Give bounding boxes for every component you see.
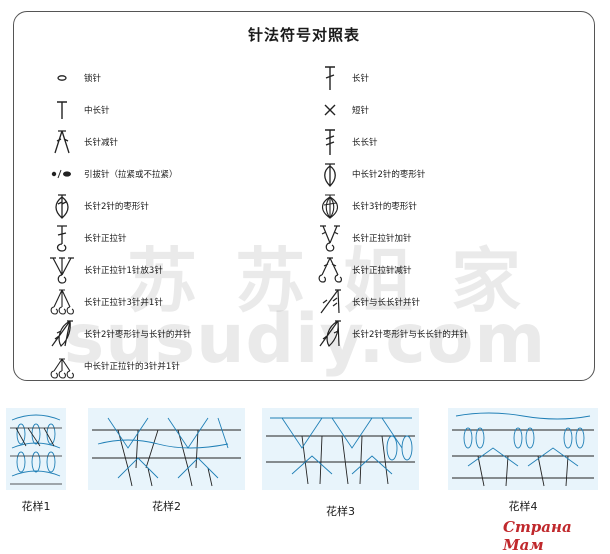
dc-tr-tog-icon [310, 287, 350, 317]
hdc-front-post-3tog-icon [42, 351, 82, 381]
legend-column-right: 长针 短针 长长针 中长针2针的枣形针 长针3针的枣形针 长针正拉针加针 长针正… [310, 62, 590, 350]
dc3-bobble-icon [310, 191, 350, 221]
dc-front-post-3tog-icon [42, 287, 82, 317]
pattern-1-label: 花样1 [21, 500, 51, 513]
legend-column-left: 锁针 中长针 长针减针 引拔针（拉紧或不拉紧） 长针2针的枣形针 长针正拉针 长… [42, 62, 322, 382]
pattern-3-diagram [262, 408, 419, 490]
legend-row: 长针减针 [42, 126, 322, 158]
pattern-4-label: 花样4 [508, 500, 538, 513]
legend-label: 长针2针的枣形针 [84, 202, 149, 212]
legend-label: 中长针 [84, 106, 110, 116]
legend-row: 中长针 [42, 94, 322, 126]
legend-label: 长针正拉针减针 [352, 266, 412, 276]
legend-row: 长针正拉针 [42, 222, 322, 254]
legend-label: 长长针 [352, 138, 378, 148]
legend-row: 长针正拉针减针 [310, 254, 590, 286]
dc-front-post-dec-icon [310, 255, 350, 285]
double-crochet-decrease-icon [42, 127, 82, 157]
legend-label: 中长针2针的枣形针 [352, 170, 426, 180]
legend-label: 长针正拉针3针并1针 [84, 298, 163, 308]
pattern-1-diagram [6, 408, 66, 490]
legend-row: 锁针 [42, 62, 322, 94]
legend-label: 长针2针枣形针与长长针的并针 [352, 330, 468, 340]
legend-row: 长针正拉针3针并1针 [42, 286, 322, 318]
legend-label: 长针2针枣形针与长针的并针 [84, 330, 192, 340]
legend-row: 长针3针的枣形针 [310, 190, 590, 222]
legend-label: 长针正拉针1针放3针 [84, 266, 163, 276]
dc2-bobble-icon [42, 191, 82, 221]
pattern-4-diagram [448, 408, 598, 490]
legend-row: 长针正拉针加针 [310, 222, 590, 254]
symbol-legend-card: 针法符号对照表 锁针 中长针 长针减针 引拔针（拉紧或不拉紧） 长针2针的枣形针… [13, 11, 595, 381]
double-crochet-icon [310, 63, 350, 93]
dc-front-post-inc2-icon [310, 223, 350, 253]
legend-row: 长针2针枣形针与长长针的并针 [310, 318, 590, 350]
legend-row: 中长针正拉针的3针并1针 [42, 350, 322, 382]
legend-row: 长针正拉针1针放3针 [42, 254, 322, 286]
legend-row: 长针2针的枣形针 [42, 190, 322, 222]
half-double-crochet-icon [42, 95, 82, 125]
pattern-2-diagram [88, 408, 245, 490]
chain-stitch-icon [42, 63, 82, 93]
legend-row: 长长针 [310, 126, 590, 158]
hdc2-bobble-icon [310, 159, 350, 189]
dc-front-post-icon [42, 223, 82, 253]
legend-row: 长针与长长针并针 [310, 286, 590, 318]
legend-label: 引拔针（拉紧或不拉紧） [84, 170, 178, 180]
legend-row: 引拔针（拉紧或不拉紧） [42, 158, 322, 190]
dc-front-post-inc-icon [42, 255, 82, 285]
single-crochet-icon [310, 95, 350, 125]
legend-label: 长针 [352, 74, 370, 84]
legend-title: 针法符号对照表 [247, 26, 360, 44]
legend-label: 长针正拉针加针 [352, 234, 412, 244]
pattern-2-label: 花样2 [152, 500, 181, 513]
dc2-bobble-tr-tog-2-icon [310, 319, 350, 349]
legend-label: 锁针 [84, 74, 102, 84]
legend-row: 短针 [310, 94, 590, 126]
legend-label: 短针 [352, 106, 370, 116]
legend-label: 长针减针 [84, 138, 119, 148]
legend-label: 长针3针的枣形针 [352, 202, 417, 212]
legend-row: 长针2针枣形针与长针的并针 [42, 318, 322, 350]
slip-stitch-icon [42, 159, 82, 189]
site-watermark-stamp: Страна Мам [503, 518, 572, 554]
legend-row: 长针 [310, 62, 590, 94]
treble-crochet-icon [310, 127, 350, 157]
legend-label: 长针与长长针并针 [352, 298, 421, 308]
legend-row: 中长针2针的枣形针 [310, 158, 590, 190]
legend-label: 中长针正拉针的3针并1针 [84, 362, 180, 372]
pattern-3-label: 花样3 [326, 505, 355, 518]
legend-label: 长针正拉针 [84, 234, 127, 244]
dc2-bobble-tr-tog-icon [42, 319, 82, 349]
